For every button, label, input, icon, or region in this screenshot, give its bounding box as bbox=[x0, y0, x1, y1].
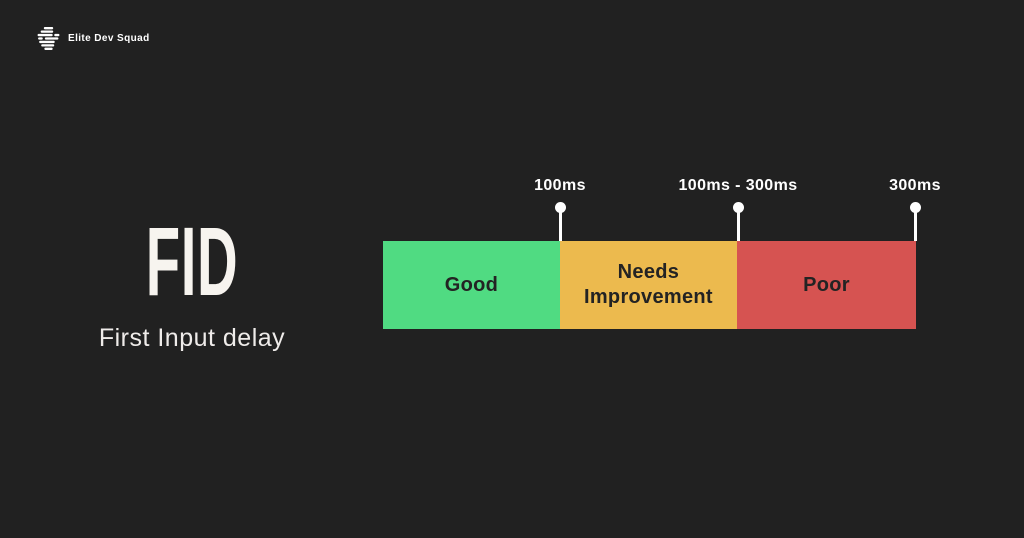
metric-abbreviation: FID bbox=[145, 207, 239, 316]
brand-name-label: Elite Dev Squad bbox=[68, 33, 150, 44]
marker-line bbox=[736, 207, 740, 241]
marker-label: 300ms bbox=[889, 177, 941, 194]
segment-label: Needs Improvement bbox=[583, 261, 713, 308]
marker-dot bbox=[732, 202, 744, 213]
metric-full-name: First Input delay bbox=[98, 324, 286, 352]
threshold-bar: Good Needs Improvement Poor bbox=[383, 241, 916, 329]
marker-dot bbox=[554, 202, 566, 213]
brand-logo: Elite Dev Squad bbox=[36, 26, 150, 51]
striped-globe-icon bbox=[36, 26, 61, 51]
marker-label: 100ms bbox=[534, 177, 586, 194]
segment-needs-improvement: Needs Improvement bbox=[559, 241, 737, 329]
marker-line bbox=[558, 207, 562, 241]
threshold-marker-good-end: 100ms bbox=[500, 177, 620, 241]
segment-label: Good bbox=[444, 273, 499, 296]
segment-poor: Poor bbox=[736, 241, 916, 329]
marker-line bbox=[913, 207, 917, 241]
segment-label: Poor bbox=[803, 273, 850, 296]
marker-dot bbox=[909, 202, 921, 213]
threshold-marker-needs-improvement-end: 100ms - 300ms bbox=[678, 177, 798, 241]
marker-label: 100ms - 300ms bbox=[678, 177, 798, 194]
threshold-marker-poor-end: 300ms bbox=[855, 177, 975, 241]
segment-good: Good bbox=[383, 241, 560, 329]
